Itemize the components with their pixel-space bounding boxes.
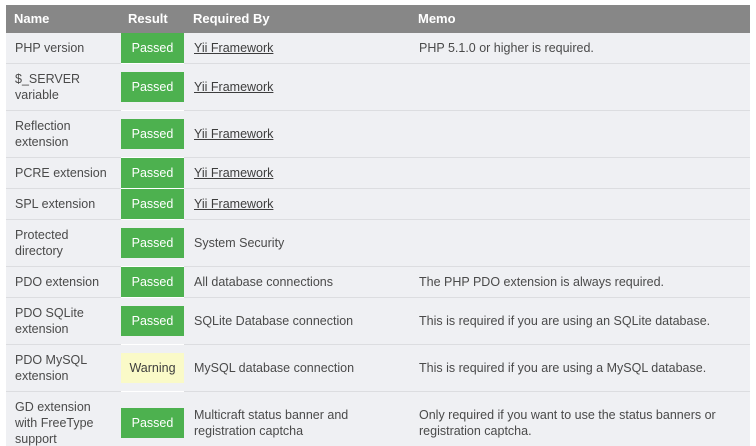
cell-required-by[interactable]: Yii Framework xyxy=(184,33,410,64)
cell-requirement-name: GD extension with FreeType support xyxy=(6,391,121,446)
status-badge: Passed xyxy=(121,72,184,102)
column-header-memo: Memo xyxy=(410,5,750,33)
cell-requirement-name: PCRE extension xyxy=(6,157,121,189)
cell-result: Passed xyxy=(121,110,184,158)
cell-required-by: SQLite Database connection xyxy=(184,297,410,345)
required-by-link[interactable]: Yii Framework xyxy=(194,80,274,94)
status-badge: Passed xyxy=(121,33,184,63)
required-by-link[interactable]: Yii Framework xyxy=(194,127,274,141)
cell-memo: The PHP PDO extension is always required… xyxy=(410,266,750,298)
cell-requirement-name: SPL extension xyxy=(6,188,121,220)
status-badge: Passed xyxy=(121,408,184,438)
cell-memo xyxy=(410,219,750,267)
cell-result: Passed xyxy=(121,219,184,267)
cell-memo: Only required if you want to use the sta… xyxy=(410,391,750,446)
cell-memo xyxy=(410,157,750,189)
cell-requirement-name: PHP version xyxy=(6,33,121,64)
cell-requirement-name: PDO MySQL extension xyxy=(6,344,121,392)
cell-requirement-name: $_SERVER variable xyxy=(6,63,121,111)
cell-required-by[interactable]: Yii Framework xyxy=(184,188,410,220)
column-header-required-by: Required By xyxy=(184,5,410,33)
cell-result: Passed xyxy=(121,157,184,189)
cell-result: Passed xyxy=(121,188,184,220)
cell-memo: This is required if you are using an SQL… xyxy=(410,297,750,345)
status-badge: Passed xyxy=(121,306,184,336)
cell-result: Passed xyxy=(121,33,184,64)
cell-result: Passed xyxy=(121,391,184,446)
cell-memo xyxy=(410,63,750,111)
column-header-result: Result xyxy=(121,5,184,33)
cell-memo xyxy=(410,188,750,220)
required-by-text: All database connections xyxy=(194,275,333,289)
column-header-name: Name xyxy=(6,5,121,33)
cell-result: Passed xyxy=(121,63,184,111)
cell-memo: PHP 5.1.0 or higher is required. xyxy=(410,33,750,64)
required-by-link[interactable]: Yii Framework xyxy=(194,166,274,180)
cell-result: Passed xyxy=(121,297,184,345)
cell-required-by: All database connections xyxy=(184,266,410,298)
cell-requirement-name: PDO extension xyxy=(6,266,121,298)
cell-required-by[interactable]: Yii Framework xyxy=(184,63,410,111)
required-by-link[interactable]: Yii Framework xyxy=(194,197,274,211)
status-badge: Passed xyxy=(121,267,184,297)
cell-required-by: System Security xyxy=(184,219,410,267)
cell-required-by[interactable]: Yii Framework xyxy=(184,110,410,158)
cell-requirement-name: PDO SQLite extension xyxy=(6,297,121,345)
status-badge: Warning xyxy=(121,353,184,383)
required-by-link[interactable]: Yii Framework xyxy=(194,41,274,55)
required-by-text: MySQL database connection xyxy=(194,361,355,375)
cell-requirement-name: Protected directory xyxy=(6,219,121,267)
cell-required-by: MySQL database connection xyxy=(184,344,410,392)
requirements-table: Name Result Required By Memo PHP version… xyxy=(6,5,750,446)
table-header-row: Name Result Required By Memo xyxy=(6,5,750,33)
table-header: Name Result Required By Memo xyxy=(6,5,750,33)
required-by-text: SQLite Database connection xyxy=(194,314,354,328)
cell-result: Passed xyxy=(121,266,184,298)
cell-memo xyxy=(410,110,750,158)
status-badge: Passed xyxy=(121,158,184,188)
required-by-text: System Security xyxy=(194,236,285,250)
cell-required-by[interactable]: Yii Framework xyxy=(184,157,410,189)
cell-memo: This is required if you are using a MySQ… xyxy=(410,344,750,392)
required-by-text: Multicraft status banner and registratio… xyxy=(194,408,349,438)
status-badge: Passed xyxy=(121,119,184,149)
cell-required-by: Multicraft status banner and registratio… xyxy=(184,391,410,446)
cell-requirement-name: Reflection extension xyxy=(6,110,121,158)
status-badge: Passed xyxy=(121,189,184,219)
cell-result: Warning xyxy=(121,344,184,392)
status-badge: Passed xyxy=(121,228,184,258)
